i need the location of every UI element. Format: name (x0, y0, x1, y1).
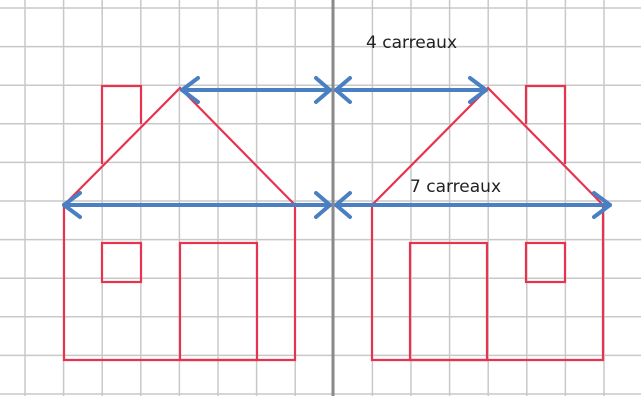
right-house-window (524, 241, 567, 284)
top-distance-label: 4 carreaux (366, 33, 457, 53)
right-house-chimney (524, 84, 567, 164)
left-house-window (100, 241, 143, 284)
top-left-arrowhead (180, 76, 200, 104)
distance-arrows (62, 76, 612, 219)
left-house-roof (63, 86, 296, 206)
top-axis-arrowhead-left (314, 76, 332, 104)
right-house-roof (371, 86, 604, 206)
top-axis-arrowhead-right (334, 76, 352, 104)
top-right-arrowhead (468, 76, 488, 104)
bottom-axis-arrowhead-right (334, 191, 352, 219)
right-house (370, 84, 605, 362)
left-house-door (178, 241, 259, 362)
left-house-chimney (100, 84, 143, 164)
bottom-left-arrowhead (62, 191, 82, 219)
left-house (62, 84, 297, 362)
bottom-right-arrowhead (592, 191, 612, 219)
bottom-distance-label: 7 carreaux (410, 177, 501, 197)
right-house-door (408, 241, 489, 362)
bottom-axis-arrowhead-left (314, 191, 332, 219)
